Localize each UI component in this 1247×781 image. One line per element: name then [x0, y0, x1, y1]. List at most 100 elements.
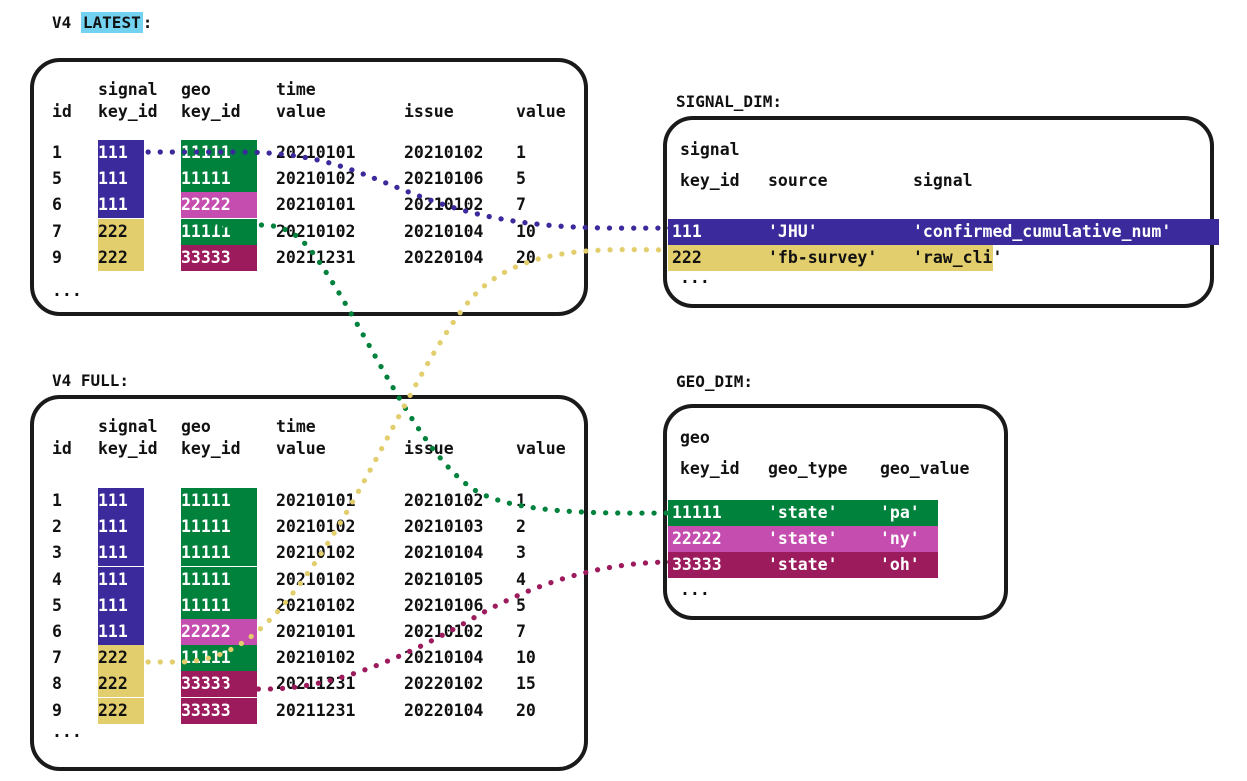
- full-row-6-signal-key-id: 111: [98, 619, 144, 645]
- full-header-value-1: value: [276, 439, 326, 458]
- full-header-value-2: value: [516, 439, 566, 458]
- latest-row-5-value: 5: [516, 169, 526, 189]
- full-row-8-id: 8: [52, 674, 62, 694]
- signal-dim-row-222-key-id: 222: [672, 248, 702, 268]
- geo-dim-row-33333-geo-value: 'oh': [880, 555, 920, 575]
- latest-row-5-id: 5: [52, 169, 62, 189]
- signal-dim-row-222-band: [668, 245, 993, 272]
- full-row-9-issue: 20220104: [404, 700, 484, 720]
- latest-row-7-issue: 20210104: [404, 221, 484, 241]
- full-row-3-geo-key-id: 11111: [181, 540, 257, 567]
- full-row-8-value: 15: [516, 674, 536, 694]
- caption-geo-dim: GEO_DIM:: [676, 372, 754, 391]
- full-row-7-id: 7: [52, 648, 62, 668]
- latest-header-signal: signal: [98, 80, 158, 99]
- full-row-5-time-value: 20210102: [276, 595, 356, 615]
- geo-dim-row-22222-key-id: 22222: [672, 529, 722, 549]
- full-row-8-geo-key-id: 33333: [181, 671, 257, 698]
- full-row-1-signal-key-id: 111: [98, 488, 144, 514]
- full-row-7-value: 10: [516, 648, 536, 668]
- full-row-2-geo-key-id: 11111: [181, 514, 257, 541]
- geo-dim-row-11111-key-id: 11111: [672, 503, 722, 522]
- latest-row-1-signal-key-id: 111: [98, 140, 144, 166]
- latest-row-9-value: 20: [516, 247, 536, 267]
- caption-v4-latest-prefix: V4: [52, 13, 81, 32]
- latest-row-5-time-value: 20210102: [276, 169, 356, 189]
- full-row-7-issue: 20210104: [404, 648, 484, 668]
- full-row-5-id: 5: [52, 595, 62, 615]
- full-row-3-id: 3: [52, 543, 62, 563]
- latest-row-1-geo-key-id: 11111: [181, 140, 257, 166]
- geo-dim-row-22222-band: [668, 526, 938, 553]
- signal-dim-row-111-signal: 'confirmed_cumulative_num': [913, 222, 1172, 241]
- latest-row-5-geo-key-id: 11111: [181, 166, 257, 193]
- geo-dim-row-33333-geo-type: 'state': [768, 555, 838, 575]
- full-row-1-id: 1: [52, 491, 62, 510]
- full-row-6-time-value: 20210101: [276, 622, 356, 641]
- latest-row-9-time-value: 20211231: [276, 247, 356, 267]
- signal-dim-row-111-band: [668, 219, 1219, 245]
- full-header-keyid-2: key_id: [181, 439, 241, 458]
- latest-row-1-id: 1: [52, 143, 62, 162]
- geo-dim-header-geo: geo: [680, 428, 710, 447]
- latest-row-9-id: 9: [52, 247, 62, 267]
- caption-v4-latest-suffix: :: [142, 13, 153, 32]
- latest-row-1-time-value: 20210101: [276, 143, 356, 162]
- full-row-4-value: 4: [516, 569, 526, 589]
- latest-row-6-signal-key-id: 111: [98, 192, 144, 219]
- full-row-9-value: 20: [516, 700, 536, 720]
- geo-dim-row-33333-band: [668, 552, 938, 579]
- full-row-1-issue: 20210102: [404, 491, 484, 510]
- latest-row-7-geo-key-id: 11111: [181, 218, 257, 245]
- full-row-2-issue: 20210103: [404, 517, 484, 537]
- full-row-3-value: 3: [516, 543, 526, 563]
- full-header-id: id: [52, 439, 72, 458]
- latest-row-6-time-value: 20210101: [276, 195, 356, 215]
- geo-dim-ellipsis: ...: [680, 580, 710, 599]
- full-row-9-geo-key-id: 33333: [181, 697, 257, 724]
- full-row-7-signal-key-id: 222: [98, 645, 144, 672]
- latest-row-1-value: 1: [516, 143, 526, 162]
- geo-dim-row-22222-geo-type: 'state': [768, 529, 838, 549]
- latest-header-keyid-2: key_id: [181, 102, 241, 121]
- full-header-time: time: [276, 417, 316, 436]
- caption-v4-full: V4 FULL:: [52, 371, 130, 390]
- full-row-6-id: 6: [52, 622, 62, 641]
- signal-dim-ellipsis: ...: [680, 268, 710, 287]
- full-row-9-id: 9: [52, 700, 62, 720]
- latest-row-6-id: 6: [52, 195, 62, 215]
- latest-row-9-signal-key-id: 222: [98, 244, 144, 271]
- full-row-2-time-value: 20210102: [276, 517, 356, 537]
- full-row-6-geo-key-id: 22222: [181, 619, 257, 645]
- latest-row-7-id: 7: [52, 221, 62, 241]
- latest-row-1-issue: 20210102: [404, 143, 484, 162]
- latest-row-9-issue: 20220104: [404, 247, 484, 267]
- caption-v4-latest: V4 LATEST:: [52, 12, 153, 33]
- caption-signal-dim: SIGNAL_DIM:: [676, 92, 782, 111]
- full-header-signal: signal: [98, 417, 158, 436]
- full-row-5-geo-key-id: 11111: [181, 592, 257, 619]
- latest-header-id: id: [52, 102, 72, 121]
- latest-row-7-value: 10: [516, 221, 536, 241]
- full-row-1-geo-key-id: 11111: [181, 488, 257, 514]
- latest-header-value-1: value: [276, 102, 326, 121]
- full-header-geo: geo: [181, 417, 211, 436]
- latest-header-value-2: value: [516, 102, 566, 121]
- geo-dim-row-11111-band: [668, 500, 938, 526]
- geo-dim-row-11111-geo-type: 'state': [768, 503, 838, 522]
- full-row-5-value: 5: [516, 595, 526, 615]
- full-row-4-issue: 20210105: [404, 569, 484, 589]
- full-row-4-time-value: 20210102: [276, 569, 356, 589]
- full-header-issue: issue: [404, 439, 454, 458]
- full-row-2-id: 2: [52, 517, 62, 537]
- signal-dim-row-222-signal: 'raw_cli': [913, 248, 1003, 268]
- signal-dim-header-source: source: [768, 171, 828, 190]
- latest-row-7-time-value: 20210102: [276, 221, 356, 241]
- signal-dim-header-signal: signal: [680, 140, 740, 159]
- geo-dim-row-22222-geo-value: 'ny': [880, 529, 920, 549]
- signal-dim-row-111-source: 'JHU': [768, 222, 818, 241]
- full-row-4-geo-key-id: 11111: [181, 566, 257, 593]
- latest-row-5-signal-key-id: 111: [98, 166, 144, 193]
- full-row-7-time-value: 20210102: [276, 648, 356, 668]
